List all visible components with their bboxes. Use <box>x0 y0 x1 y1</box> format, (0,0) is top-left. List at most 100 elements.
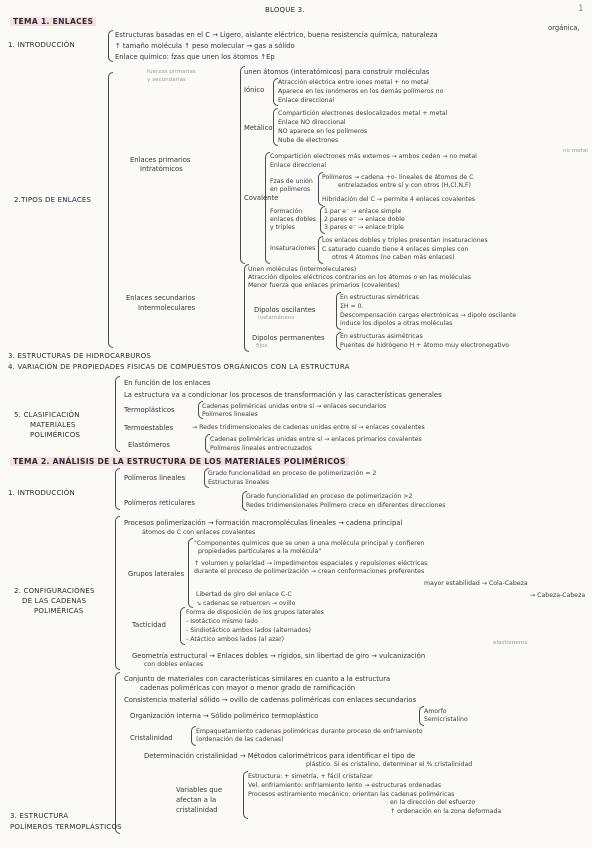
note-line: Organización interna → Sólido polimérico… <box>130 712 319 720</box>
note-line: Grupos laterales <box>128 570 185 578</box>
bracket <box>188 538 193 608</box>
bracket <box>243 771 248 819</box>
note-line: Vel. enfriamiento: enfriamiento lento → … <box>248 782 442 789</box>
bracket <box>265 152 270 264</box>
note-line: Puentes de hidrógeno H + átomo muy elect… <box>340 342 510 349</box>
note-line: Estructuras basadas en el C → Ligero, ai… <box>115 31 438 39</box>
note-line: Cristalinidad <box>130 734 173 742</box>
note-line: - Isotáctico mismo lado <box>186 618 258 625</box>
note-line: 5. CLASIFICACIÓN <box>14 411 80 419</box>
note-line: Redes tridimensionales Polímero crece en… <box>246 502 446 509</box>
note-line: fuerzas primarias <box>147 69 196 75</box>
note-line: plástico. Si es cristalino, determinar e… <box>306 761 473 768</box>
note-line: → Redes tridimensionales de cadenas unid… <box>192 424 425 431</box>
note-line: POLIMÉRICAS <box>34 607 84 615</box>
bracket <box>115 376 120 452</box>
bracket <box>244 264 249 352</box>
note-line: en polímeros <box>270 186 311 193</box>
note-line: Polímeros lineales <box>202 411 258 418</box>
bracket <box>419 706 424 726</box>
note-line: Enlaces secundarios <box>126 294 196 302</box>
note-line: POLIMÉRICOS <box>30 431 81 439</box>
note-line: Atracción eléctrica entre iones metal + … <box>278 79 429 86</box>
note-line: DE LAS CADENAS <box>22 597 87 605</box>
note-line: Descompensación cargas electrónicas → di… <box>340 312 517 319</box>
note-line: Intratómicos <box>140 165 183 173</box>
note-line: ↘ cadenas se retuercen → ovillo <box>196 600 296 607</box>
note-line: Conjunto de materiales con característic… <box>124 675 391 683</box>
note-line: TEMA 1. ENLACES <box>10 17 97 26</box>
note-line: 2.TIPOS DE ENLACES <box>14 196 92 204</box>
note-line: Geometría estructural → Enlaces dobles →… <box>132 652 426 660</box>
note-line: C saturado cuando tiene 4 enlaces simple… <box>322 246 469 253</box>
bracket <box>273 108 278 146</box>
note-line: Termoplásticos <box>124 406 175 414</box>
note-line: durante el proceso de polimerización → c… <box>194 568 425 575</box>
note-line: Determinación cristalinidad → Métodos ca… <box>144 752 416 760</box>
note-line: Grado funcionalidad en proceso de polime… <box>208 470 377 477</box>
note-line: entrelazados entre sí y con otros (H,Cl,… <box>338 182 471 189</box>
note-line: 2 pares e⁻ → enlace doble <box>324 216 405 223</box>
note-line: POLÍMEROS TERMOPLÁSTICOS <box>10 823 122 831</box>
note-line: 1 par e⁻ → enlace simple <box>324 208 402 215</box>
note-line: Elastómeros <box>128 441 170 449</box>
note-line: fijos <box>256 343 268 349</box>
note-line: 3. ESTRUCTURAS DE HIDROCARBUROS <box>8 352 151 360</box>
bracket <box>205 434 210 453</box>
note-line: 3 pares e⁻ → enlace triple <box>324 224 404 231</box>
note-line: Enlace químico: fzas que unen los átomos… <box>115 53 275 61</box>
note-line: Polímeros lineales <box>124 474 186 482</box>
note-line: Enlace direccional <box>270 162 327 169</box>
note-line: (ordenación de las cadenas) <box>196 736 284 743</box>
note-line: Tacticidad <box>132 621 166 629</box>
note-line: En estructuras asimétricas <box>340 333 423 340</box>
note-line: MATERIALES <box>30 421 76 429</box>
note-line: La estructura va a condicionar los proce… <box>124 391 442 399</box>
note-line: no metal <box>563 148 588 154</box>
note-line: TEMA 2. ANÁLISIS DE LA ESTRUCTURA DE LOS… <box>10 457 349 466</box>
note-line: mayor estabilidad → Cola-Cabeza <box>424 580 528 587</box>
note-line: elastómeros <box>493 640 528 646</box>
note-line: cristalinidad <box>176 806 218 814</box>
note-line: NO aparece en los polímeros <box>278 128 368 135</box>
bracket <box>115 516 120 670</box>
note-line: Termoestables <box>124 424 174 432</box>
note-line: Procesos polimerización → formación macr… <box>124 519 403 527</box>
note-line: - Sindiotáctico ambos lados (alternados) <box>186 627 311 634</box>
bracket <box>336 292 341 330</box>
note-line: ↑ tamaño molécula ↑ peso molecular → gas… <box>115 42 295 50</box>
note-line: Insaturaciones <box>270 245 316 252</box>
note-line: 1. INTRODUCCIÓN <box>8 489 75 497</box>
note-line: Polímeros reticulares <box>124 499 195 507</box>
page-number: 1 <box>578 4 584 14</box>
bracket <box>318 236 323 264</box>
note-line: Intermoleculares <box>138 304 196 312</box>
note-line: Menor fuerza que enlaces primarios (cova… <box>248 282 400 289</box>
bracket <box>108 72 113 348</box>
note-line: Semicristalino <box>424 716 468 723</box>
note-line: BLOQUE 3. <box>265 6 305 14</box>
bracket <box>320 206 325 234</box>
bracket <box>273 78 278 106</box>
note-line: Polímeros lineales entrecruzados <box>210 445 312 452</box>
note-line: afectan a la <box>176 796 217 804</box>
note-line: Enlace direccional <box>278 97 335 104</box>
note-line: y secundarias <box>147 77 186 83</box>
note-line: propiedades particulares a la molécula" <box>198 548 322 555</box>
note-line: Estructura: + simetría, + fácil cristali… <box>248 773 373 780</box>
note-line: Dipolos permanentes <box>252 334 325 342</box>
note-line: ↑ volumen y polaridad → impedimentos esp… <box>194 560 428 567</box>
note-line: En estructuras simétricas <box>340 294 419 301</box>
note-line: Cadenas poliméricas unidas entre sí → en… <box>210 436 422 443</box>
note-line: Amorfo <box>424 708 447 715</box>
note-line: Enlaces primarios <box>130 156 191 164</box>
note-line: Estructuras lineales <box>208 479 270 486</box>
bracket <box>191 726 196 746</box>
note-line: Cadenas poliméricas unidas entre sí → en… <box>202 403 387 410</box>
bracket <box>180 607 185 645</box>
bracket <box>336 332 341 350</box>
note-line: Fzas de unión <box>270 178 313 185</box>
note-line: → Cabeza-Cabeza <box>530 592 586 599</box>
note-line: 1. INTRODUCCIÓN <box>8 41 75 49</box>
